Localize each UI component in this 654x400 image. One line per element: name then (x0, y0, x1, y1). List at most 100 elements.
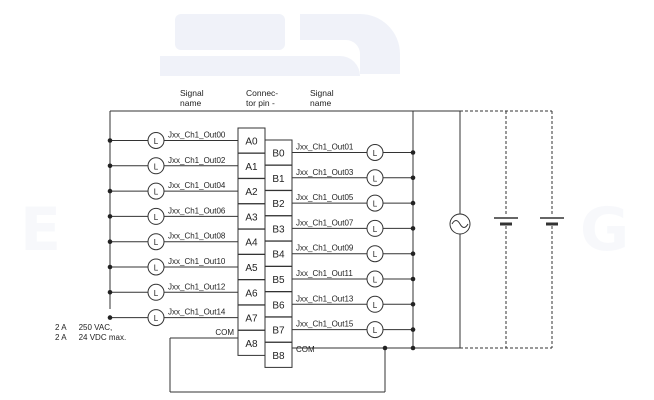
load-icon (147, 309, 165, 327)
signal-label-jxx-ch1-out05: Jxx_Ch1_Out05 (296, 193, 354, 202)
rating-voltage-2: 24 VDC max. (78, 333, 127, 342)
signal-label-jxx-ch1-out07: Jxx_Ch1_Out07 (296, 218, 354, 227)
signal-label-jxx-ch1-out14: Jxx_Ch1_Out14 (168, 308, 226, 317)
header-signal-name-right-1: Signal (310, 88, 334, 98)
pin-label-a6: A6 (245, 288, 258, 299)
load-icon-label: L (373, 174, 378, 183)
rating-current-2: 2 A (55, 333, 67, 342)
load-icon (147, 182, 165, 200)
load-icon-label: L (373, 276, 378, 285)
signal-label-jxx-ch1-out10: Jxx_Ch1_Out10 (168, 257, 226, 266)
pin-label-b6: B6 (272, 300, 285, 311)
header-signal-name-left-2: name (180, 98, 202, 108)
pin-label-b1: B1 (272, 174, 285, 185)
rating-line-1: 2 A 250 VAC, (55, 323, 126, 333)
signal-label-jxx-ch1-out02: Jxx_Ch1_Out02 (168, 156, 226, 165)
pin-box-b4 (264, 240, 293, 267)
pin-label-b4: B4 (272, 250, 285, 261)
pin-label-a7: A7 (245, 314, 258, 325)
signal-label-jxx-ch1-out09: Jxx_Ch1_Out09 (296, 244, 354, 253)
signal-label-jxx-ch1-out12: Jxx_Ch1_Out12 (168, 282, 226, 291)
load-icon-label: L (154, 137, 159, 146)
load-icon (366, 219, 384, 237)
svg-text:E: E (20, 195, 61, 265)
header-connector-pin-2: tor pin - (246, 98, 275, 108)
rating-text: 2 A 250 VAC, 2 A 24 VDC max. (55, 323, 126, 343)
load-icon (147, 207, 165, 225)
pin-box-a5 (237, 254, 266, 280)
load-icon-label: L (154, 289, 159, 298)
load-icon-label: L (373, 225, 378, 234)
rating-voltage-1: 250 VAC, (78, 323, 113, 332)
pin-box-b8 (264, 341, 293, 368)
load-icon (366, 295, 384, 313)
load-icon-label: L (373, 200, 378, 209)
watermark-logo: E G (20, 14, 629, 265)
load-icon-label: L (154, 162, 159, 171)
pin-label-a2: A2 (245, 187, 258, 198)
pin-box-b2 (264, 190, 293, 217)
pin-label-a8: A8 (245, 339, 258, 350)
header-connector-pin-1: Connec- (246, 88, 278, 98)
pin-box-b7 (264, 316, 293, 343)
load-icon (366, 194, 384, 212)
signal-label-jxx-ch1-out11: Jxx_Ch1_Out11 (296, 269, 353, 278)
load-icon (147, 283, 165, 301)
signal-label-jxx-ch1-out08: Jxx_Ch1_Out08 (168, 232, 226, 241)
dc-supply-symbol-1 (494, 216, 518, 226)
signal-label-jxx-ch1-out00: Jxx_Ch1_Out00 (168, 131, 226, 140)
column-headers: Signal name Connec- tor pin - Signal nam… (180, 88, 334, 108)
signal-label-jxx-ch1-out13: Jxx_Ch1_Out13 (296, 294, 354, 303)
load-icon-label: L (154, 188, 159, 197)
pin-box-a3 (237, 203, 266, 230)
load-icon (366, 270, 384, 288)
load-icon (366, 321, 384, 339)
pin-label-a5: A5 (245, 263, 258, 274)
load-icon-label: L (154, 213, 159, 222)
signal-label-jxx-ch1-out06: Jxx_Ch1_Out06 (168, 206, 226, 215)
load-icon (366, 245, 384, 263)
signal-label-com-left: COM (215, 328, 234, 337)
rating-line-2: 2 A 24 VDC max. (55, 333, 126, 343)
load-icon (366, 169, 384, 187)
rating-current-1: 2 A (55, 323, 67, 332)
pin-label-b7: B7 (272, 326, 285, 337)
load-icon (147, 157, 165, 175)
load-icon (147, 233, 165, 251)
signal-label-jxx-ch1-out15: Jxx_Ch1_Out15 (296, 320, 354, 329)
pin-box-b0 (264, 139, 293, 166)
svg-text:G: G (580, 195, 629, 265)
signal-label-jxx-ch1-out03: Jxx_Ch1_Out03 (296, 168, 354, 177)
pin-label-b5: B5 (272, 275, 285, 286)
pin-label-a1: A1 (245, 162, 258, 173)
pin-label-b3: B3 (272, 224, 285, 235)
load-icon (366, 144, 384, 161)
load-icon-label: L (373, 250, 378, 259)
pin-box-a4 (237, 228, 266, 255)
load-icon (147, 132, 165, 149)
signal-label-com-right: COM (296, 345, 315, 354)
signal-label-jxx-ch1-out01: Jxx_Ch1_Out01 (296, 143, 354, 152)
pin-label-b8: B8 (272, 351, 285, 362)
pin-label-a4: A4 (245, 238, 258, 249)
load-icon-label: L (373, 149, 378, 158)
pin-label-a0: A0 (245, 137, 258, 148)
pin-label-b0: B0 (272, 149, 285, 160)
pin-box-a8 (237, 329, 266, 356)
load-icon-label: L (373, 326, 378, 335)
signal-label-jxx-ch1-out04: Jxx_Ch1_Out04 (168, 181, 226, 190)
pin-label-b2: B2 (272, 199, 285, 210)
right-signal-rows: LJxx_Ch1_Out01LJxx_Ch1_Out03LJxx_Ch1_Out… (292, 143, 416, 354)
ac-supply-symbol (449, 213, 471, 235)
header-signal-name-right-2: name (310, 98, 332, 108)
dc-supply-symbol-2 (540, 216, 564, 226)
header-signal-name-left-1: Signal (180, 88, 204, 98)
load-icon-label: L (154, 238, 159, 247)
load-icon-label: L (154, 314, 159, 323)
load-icon-label: L (154, 264, 159, 273)
load-icon (147, 258, 165, 276)
load-icon-label: L (373, 301, 378, 310)
